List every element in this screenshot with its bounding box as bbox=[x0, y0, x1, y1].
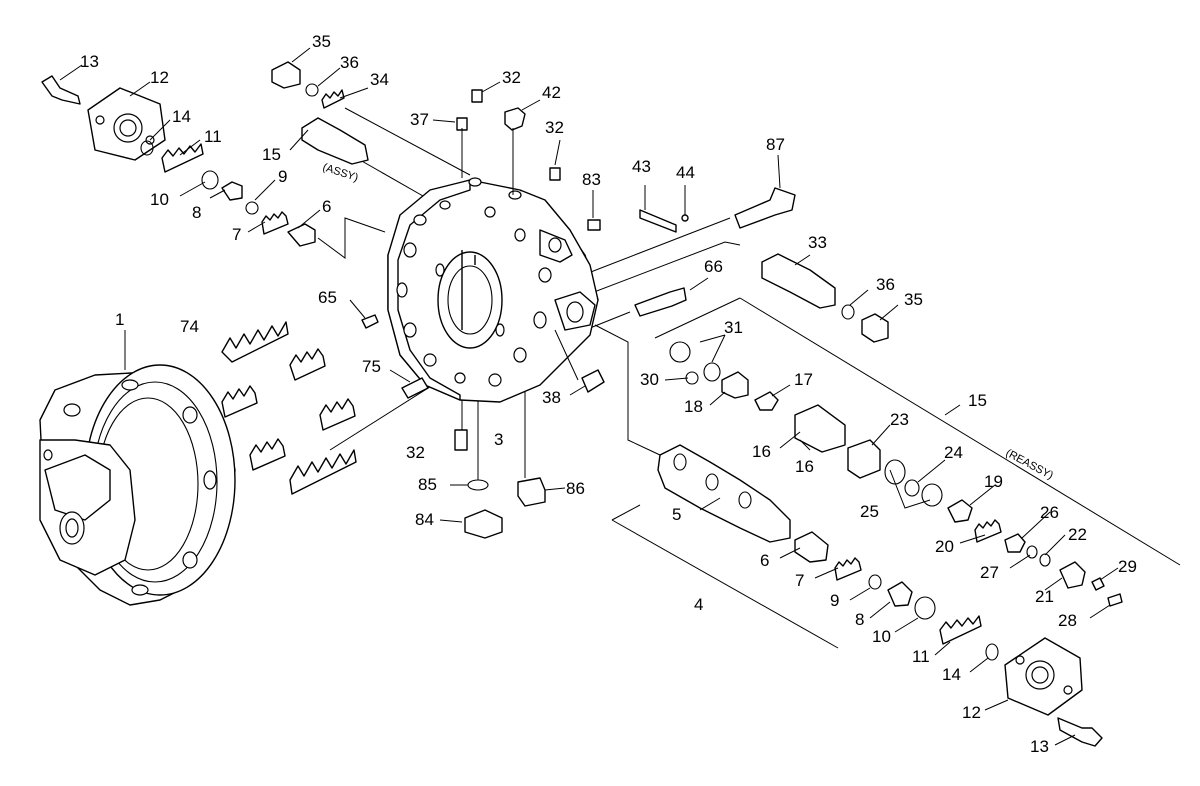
callout-29: 29 bbox=[1118, 557, 1137, 576]
callout-26: 26 bbox=[1040, 503, 1059, 522]
callout-15: 15 bbox=[262, 145, 281, 164]
callout-83: 83 bbox=[582, 170, 601, 189]
callout-22: 22 bbox=[1068, 525, 1087, 544]
callout-8: 8 bbox=[192, 203, 201, 222]
callout-31: 31 bbox=[724, 318, 743, 337]
callout-8: 8 bbox=[855, 610, 864, 629]
assy-note: (ASSY) bbox=[321, 161, 360, 184]
springs-part-74 bbox=[221, 321, 357, 495]
callout-32: 32 bbox=[406, 443, 425, 462]
callout-28: 28 bbox=[1058, 611, 1077, 630]
callout-20: 20 bbox=[935, 537, 954, 556]
top-small-parts bbox=[271, 61, 889, 343]
callout-12: 12 bbox=[150, 68, 169, 87]
callout-74: 74 bbox=[180, 317, 199, 336]
callout-32: 32 bbox=[545, 118, 564, 137]
callout-33: 33 bbox=[808, 233, 827, 252]
callout-85: 85 bbox=[418, 475, 437, 494]
callout-19: 19 bbox=[984, 472, 1003, 491]
callout-38: 38 bbox=[542, 388, 561, 407]
callout-86: 86 bbox=[566, 479, 585, 498]
callout-1: 1 bbox=[115, 310, 124, 329]
callout-25: 25 bbox=[860, 502, 879, 521]
callout-9: 9 bbox=[830, 591, 839, 610]
callout-44: 44 bbox=[676, 163, 695, 182]
callout-10: 10 bbox=[150, 190, 169, 209]
callout-37: 37 bbox=[410, 110, 429, 129]
callout-30: 30 bbox=[640, 370, 659, 389]
callout-18: 18 bbox=[684, 397, 703, 416]
callout-13: 13 bbox=[1030, 737, 1049, 756]
callout-leaders bbox=[59, 47, 1119, 746]
callout-42: 42 bbox=[542, 83, 561, 102]
callout-36: 36 bbox=[340, 53, 359, 72]
callout-11: 11 bbox=[204, 127, 222, 146]
callout-43: 43 bbox=[632, 157, 651, 176]
callout-15: 15 bbox=[968, 391, 987, 410]
reassy-note: (REASSY) bbox=[1004, 447, 1056, 482]
assembly-lines bbox=[317, 107, 1181, 649]
callout-35: 35 bbox=[904, 290, 923, 309]
callout-14: 14 bbox=[942, 665, 961, 684]
callout-24: 24 bbox=[944, 443, 963, 462]
callout-5: 5 bbox=[672, 505, 681, 524]
callout-34: 34 bbox=[370, 70, 389, 89]
callout-7: 7 bbox=[232, 225, 241, 244]
callout-13: 13 bbox=[80, 52, 99, 71]
callout-4: 4 bbox=[694, 595, 703, 614]
callout-87: 87 bbox=[766, 135, 785, 154]
callout-16: 16 bbox=[752, 442, 771, 461]
callout-21: 21 bbox=[1035, 587, 1054, 606]
callout-9: 9 bbox=[278, 167, 287, 186]
callout-32: 32 bbox=[502, 68, 521, 87]
callout-84: 84 bbox=[415, 510, 434, 529]
callout-11: 11 bbox=[912, 647, 930, 666]
callout-27: 27 bbox=[980, 563, 999, 582]
callout-labels: 13 12 14 11 10 9 8 7 6 15 35 36 34 37 32… bbox=[80, 32, 1137, 756]
callout-75: 75 bbox=[362, 357, 381, 376]
callout-10: 10 bbox=[872, 627, 891, 646]
lower-spool-parts bbox=[454, 429, 1103, 747]
callout-36: 36 bbox=[876, 275, 895, 294]
callout-16: 16 bbox=[795, 457, 814, 476]
right-spool-parts bbox=[361, 314, 1123, 607]
callout-12: 12 bbox=[962, 703, 981, 722]
valve-plate-part-3 bbox=[387, 177, 599, 403]
callout-23: 23 bbox=[890, 410, 909, 429]
callout-6: 6 bbox=[760, 551, 769, 570]
callout-14: 14 bbox=[172, 107, 191, 126]
motor-housing-part-1 bbox=[39, 364, 236, 606]
callout-3: 3 bbox=[494, 430, 503, 449]
left-small-parts bbox=[41, 75, 316, 247]
callout-7: 7 bbox=[795, 571, 804, 590]
callout-66: 66 bbox=[704, 257, 723, 276]
callout-17: 17 bbox=[794, 370, 813, 389]
callout-6: 6 bbox=[322, 197, 331, 216]
callout-35: 35 bbox=[312, 32, 331, 51]
callout-65: 65 bbox=[318, 288, 337, 307]
